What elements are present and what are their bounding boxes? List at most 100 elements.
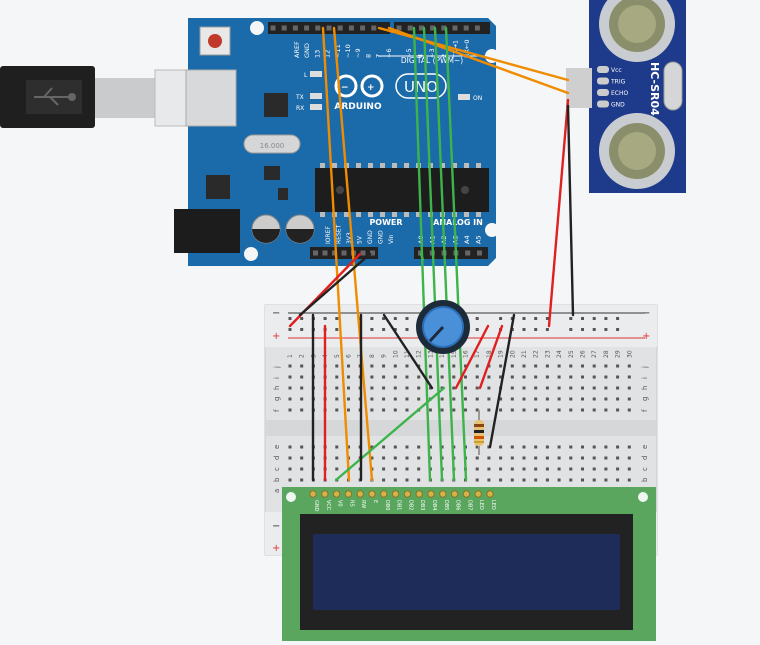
lcd-pin[interactable] <box>321 490 329 498</box>
lcd-pin[interactable] <box>309 490 317 498</box>
capacitor <box>285 214 315 244</box>
header-pin[interactable] <box>463 25 469 31</box>
header-pin[interactable] <box>332 250 337 256</box>
wire-pot-gnd[interactable] <box>382 313 434 390</box>
header-pin[interactable] <box>270 25 276 31</box>
lcd-pin[interactable] <box>391 490 400 498</box>
header-pin[interactable] <box>292 25 298 31</box>
header-pin[interactable] <box>315 25 321 31</box>
wire-db7[interactable] <box>444 26 468 482</box>
wire-echo[interactable] <box>387 26 570 95</box>
wire-v0[interactable] <box>334 386 446 482</box>
lcd-pin[interactable] <box>415 490 423 498</box>
column-number: 15 <box>451 350 458 358</box>
usb-chip <box>264 93 288 117</box>
lcd-pin[interactable] <box>486 490 494 498</box>
analog-pin-label: A5 <box>475 235 483 244</box>
sensor-pin[interactable] <box>597 100 609 108</box>
sensor-model-label: HC-SR04 <box>648 62 661 116</box>
wire-e[interactable] <box>332 26 374 482</box>
row-letter: g <box>641 397 649 401</box>
voltage-regulator <box>206 175 230 199</box>
header-pin[interactable] <box>281 25 287 31</box>
header-pin-label: ~6 <box>385 48 393 58</box>
wire-gnd[interactable] <box>298 252 372 317</box>
lcd-pin[interactable] <box>439 490 447 498</box>
lcd-pin[interactable] <box>403 490 412 498</box>
mounting-hole <box>244 247 258 261</box>
column-number: 29 <box>615 350 622 358</box>
wire-a0[interactable] <box>419 252 425 262</box>
lcd-pin-label: DB1 <box>396 500 402 510</box>
lcd-pin[interactable] <box>344 490 353 498</box>
header-pin[interactable] <box>474 25 480 31</box>
lcd-pin[interactable] <box>427 490 435 498</box>
wire-pot-vcc[interactable] <box>454 324 490 390</box>
sensor-pin-label: TRIG <box>610 79 626 86</box>
lcd-pin[interactable] <box>474 490 482 498</box>
sensor-pin[interactable] <box>597 89 609 96</box>
header-pin[interactable] <box>371 25 377 31</box>
header-pin[interactable] <box>326 25 332 31</box>
lcd-pin[interactable] <box>450 490 459 498</box>
header-pin[interactable] <box>430 25 436 31</box>
wire-led-gnd[interactable] <box>488 313 516 449</box>
resistor[interactable] <box>474 410 484 455</box>
wire-led-vcc[interactable] <box>478 324 504 390</box>
header-pin[interactable] <box>370 250 375 256</box>
header-pin[interactable] <box>418 25 424 31</box>
header-pin[interactable] <box>322 250 328 256</box>
wire-db5[interactable] <box>422 26 444 482</box>
header-pin[interactable] <box>313 250 318 256</box>
wire-db6[interactable] <box>433 26 456 482</box>
sensor-pin[interactable] <box>597 66 609 73</box>
column-number: 14 <box>439 350 446 358</box>
header-pin[interactable] <box>360 250 366 256</box>
digital-pwm-label: DIGITAL (PWM~) <box>401 56 463 65</box>
lcd-pin-label: LED <box>490 500 496 510</box>
wire-rs[interactable] <box>321 26 351 482</box>
potentiometer[interactable] <box>416 300 470 354</box>
header-pin[interactable] <box>396 25 402 31</box>
power-pin-label: RESET <box>336 224 343 244</box>
wire-sensor-gnd[interactable] <box>566 104 575 317</box>
column-number: 19 <box>498 350 505 358</box>
column-number: 28 <box>603 350 610 358</box>
header-pin[interactable] <box>348 25 354 31</box>
header-pin[interactable] <box>477 250 482 256</box>
column-number: 25 <box>568 350 575 358</box>
lcd-pin-label: DB0 <box>384 500 390 510</box>
row-letter: j <box>641 366 649 369</box>
header-pin[interactable] <box>360 25 366 31</box>
header-pin[interactable] <box>452 25 458 31</box>
header-pin[interactable] <box>341 250 347 256</box>
lcd-pin[interactable] <box>462 490 471 498</box>
header-pin[interactable] <box>337 25 343 31</box>
lcd-pin[interactable] <box>356 490 364 498</box>
header-pin[interactable] <box>304 25 310 31</box>
sensor-connector <box>566 68 592 108</box>
sensor-pin[interactable] <box>597 77 609 85</box>
column-number: 11 <box>404 350 411 358</box>
small-chip <box>264 166 280 180</box>
lcd-pin-label: RW <box>360 500 366 508</box>
row-letter: c <box>273 467 281 471</box>
power-pin-label: GND <box>378 230 385 244</box>
wire-sensor-vcc[interactable] <box>547 98 570 328</box>
lcd-pin[interactable] <box>380 490 388 498</box>
lcd-pin[interactable] <box>332 490 341 498</box>
usb-symbol-icon <box>34 87 76 106</box>
reset-button[interactable] <box>199 26 231 56</box>
header-pin-label: ~10 <box>344 44 352 58</box>
header-pin[interactable] <box>407 25 413 31</box>
row-letter: h <box>273 386 281 390</box>
lcd-pin[interactable] <box>368 490 376 498</box>
header-pin[interactable] <box>441 25 447 31</box>
column-number: 26 <box>580 350 587 358</box>
lcd-pin-label: VCC <box>325 500 331 511</box>
lcd-pin-label: DB4 <box>431 500 437 510</box>
header-pin[interactable] <box>465 250 471 256</box>
